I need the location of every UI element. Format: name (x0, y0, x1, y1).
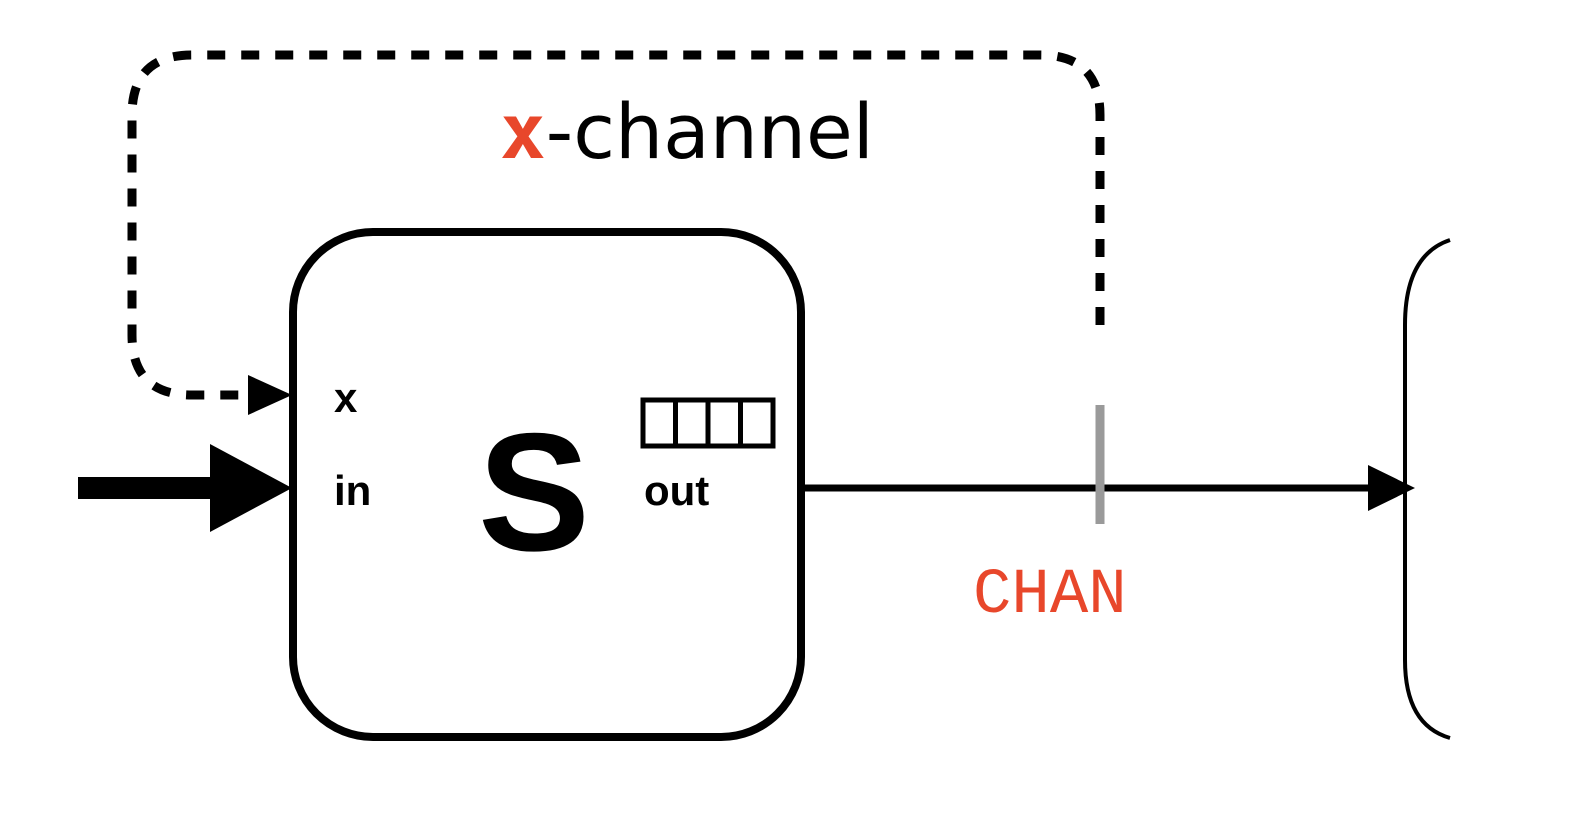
port-x-label: x (334, 374, 358, 421)
output-arrowhead-icon (1368, 465, 1415, 511)
node-s-box (289, 228, 805, 741)
feedback-arrowhead-icon (248, 375, 292, 415)
feedback-label: x-channel (500, 87, 874, 176)
output-buffer-icon (640, 397, 776, 449)
port-in-label: in (334, 467, 371, 514)
node-name-label: S (478, 398, 590, 586)
feedback-loop-dashed-line (127, 50, 1105, 400)
channel-label: CHAN (973, 560, 1127, 632)
next-node-partial-box (1403, 238, 1451, 740)
port-out-label: out (644, 467, 709, 514)
feedback-label-prefix: x (500, 87, 546, 176)
feedback-label-suffix: -channel (546, 87, 874, 176)
input-arrowhead-icon (210, 444, 292, 532)
